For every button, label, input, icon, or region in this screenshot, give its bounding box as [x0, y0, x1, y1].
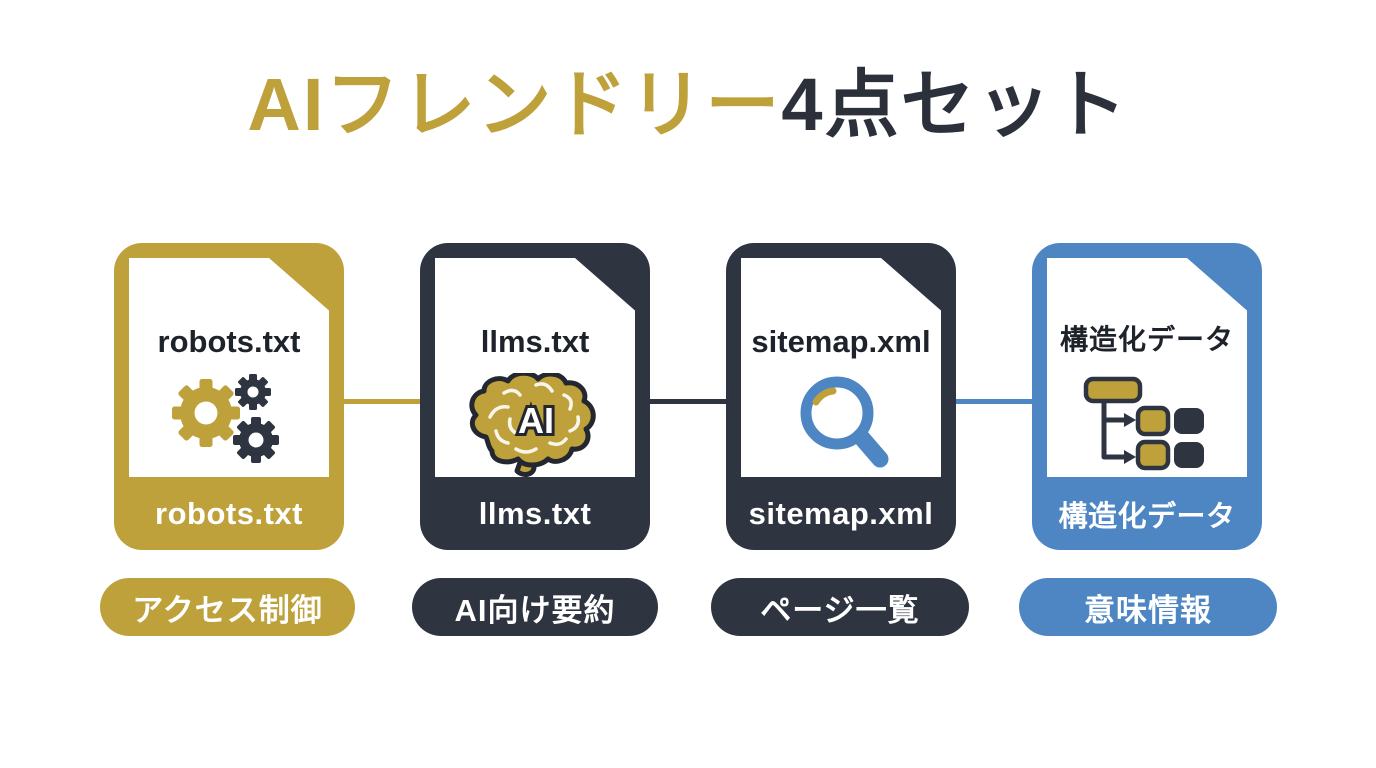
- structured-data-icon: [1032, 373, 1262, 483]
- card-footer-label: sitemap.xml: [748, 495, 934, 531]
- pill-ai-summary: AI向け要約: [412, 578, 658, 636]
- pill-page-list: ページ一覧: [711, 578, 969, 636]
- card-footer-label: 構造化データ: [1058, 500, 1236, 533]
- card-footer-label: llms.txt: [478, 495, 592, 531]
- card-llms-txt: llms.txt AI: [420, 243, 650, 550]
- magnifier-icon: [726, 373, 956, 481]
- page-title: AIフレンドリー4点セット: [0, 62, 1376, 147]
- connector-line: [344, 399, 420, 404]
- card-filename: sitemap.xml: [751, 324, 931, 359]
- pill-label: 意味情報: [1084, 592, 1212, 628]
- card-filename: 構造化データ: [1059, 324, 1234, 355]
- connector-line: [650, 399, 726, 404]
- brain-ai-label: AI: [518, 400, 554, 441]
- title-highlight: AIフレンドリー: [247, 63, 782, 146]
- document-paper: [129, 258, 329, 477]
- connector-line: [956, 399, 1032, 404]
- gears-icon: [114, 373, 344, 473]
- card-robots-txt: robots.txt: [114, 243, 344, 550]
- card-sitemap-xml: sitemap.xml sitemap.xml: [726, 243, 956, 550]
- card-filename: robots.txt: [157, 324, 301, 359]
- card-structured-data: 構造化データ 構造化データ: [1032, 243, 1262, 550]
- pill-semantic-info: 意味情報: [1019, 578, 1277, 636]
- pill-label: ページ一覧: [760, 592, 920, 628]
- pill-label: アクセス制御: [132, 592, 323, 628]
- pill-label: AI向け要約: [454, 592, 616, 628]
- card-filename: llms.txt: [480, 324, 590, 359]
- card-footer-label: robots.txt: [155, 495, 303, 531]
- ai-brain-icon: AI: [420, 373, 650, 478]
- pill-access-control: アクセス制御: [100, 578, 355, 636]
- title-rest: 4点セット: [781, 63, 1129, 146]
